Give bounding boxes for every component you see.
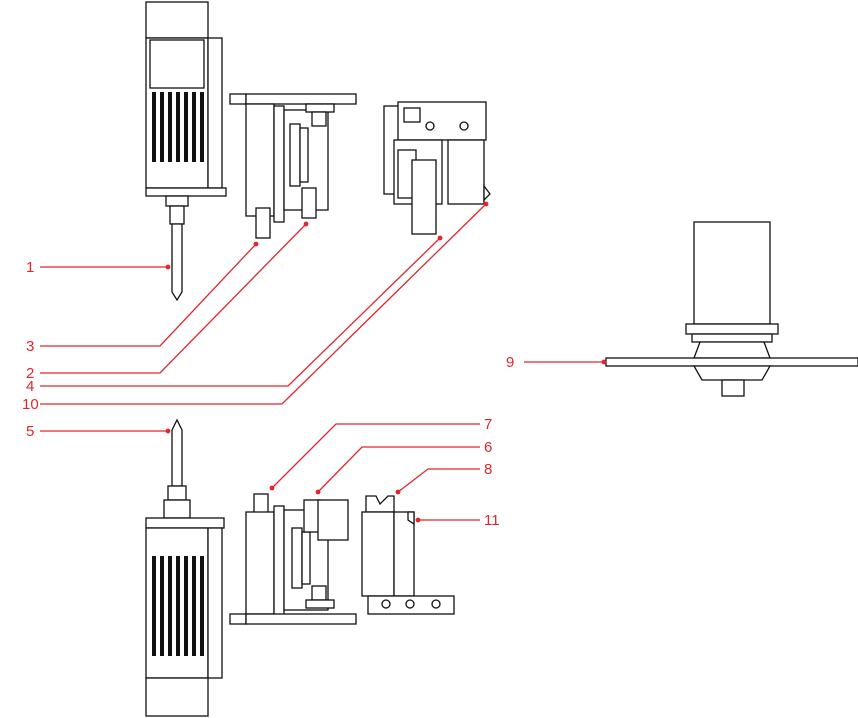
upper-motor-cooling-fins bbox=[152, 92, 204, 162]
callout-2: 2 bbox=[26, 365, 34, 382]
callout-9: 9 bbox=[506, 354, 514, 371]
callout-1: 1 bbox=[26, 259, 34, 276]
callout-numbers: 1 3 2 4 10 5 7 6 8 11 9 bbox=[22, 259, 514, 529]
lower-motor-cooling-fins bbox=[152, 556, 204, 656]
lower-slide-carriage bbox=[229, 493, 357, 625]
upper-spindle-motor bbox=[145, 1, 227, 302]
upper-gripper-block bbox=[383, 101, 491, 235]
callout-leaders bbox=[40, 201, 607, 523]
callout-7: 7 bbox=[484, 416, 492, 433]
upper-slide-carriage bbox=[229, 93, 357, 239]
callout-4: 4 bbox=[26, 378, 34, 395]
callout-11: 11 bbox=[484, 512, 500, 529]
callout-5: 5 bbox=[26, 423, 34, 440]
lower-spindle-motor bbox=[145, 418, 225, 717]
callout-8: 8 bbox=[484, 461, 492, 478]
callout-6: 6 bbox=[484, 439, 492, 456]
lower-gripper-block bbox=[361, 495, 455, 615]
callout-10: 10 bbox=[22, 396, 39, 413]
callout-3: 3 bbox=[26, 338, 34, 355]
rotary-table-unit bbox=[605, 221, 858, 397]
